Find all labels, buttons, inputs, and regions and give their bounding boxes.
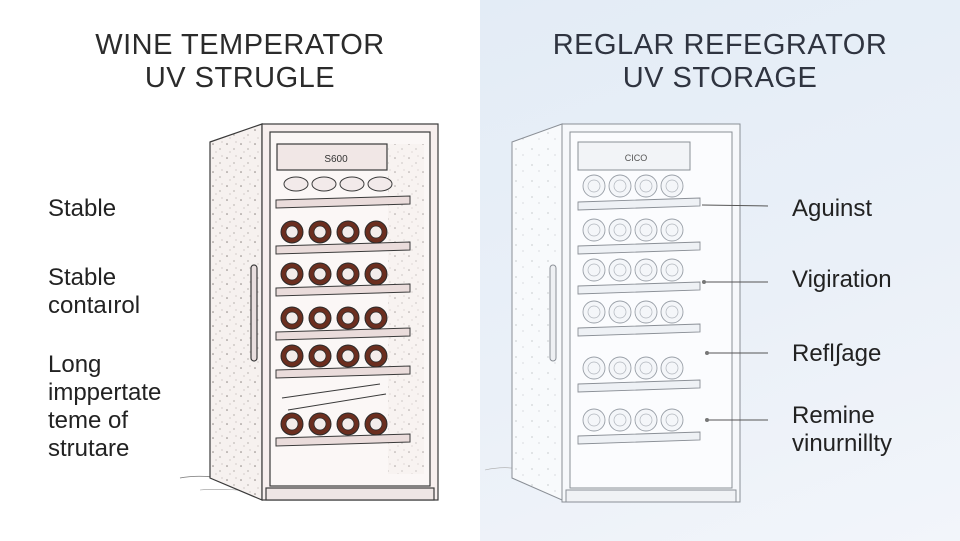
wine-fridge-display: S600 — [324, 154, 348, 165]
wine-shelf — [275, 365, 411, 379]
regular-fridge-title: REGLAR REFEGRATOR UV STORAGE — [500, 29, 940, 95]
wine-fridge-title-line2: UV STRUGLE — [144, 62, 336, 94]
fridge-bottle-icon — [634, 408, 658, 432]
wine-bottle-icon — [336, 306, 360, 330]
fridge-label-3: Refl∫age — [792, 340, 881, 368]
fridge-shelf — [577, 281, 701, 295]
fridge-label-1-line1: Aguinst — [792, 195, 873, 222]
fridge-bottle-icon — [582, 408, 606, 432]
wine-bottle-icon — [367, 176, 393, 192]
wine-shelf — [275, 241, 411, 255]
wine-fridge-title: WINE TEMPERATOR UV STRUGLE — [20, 29, 460, 95]
wine-label-2-line2: contaırol — [48, 292, 141, 319]
wine-label-3-line4: strutare — [48, 435, 130, 462]
fridge-bottle-icon — [608, 356, 632, 380]
fridge-bottle-icon — [582, 258, 606, 282]
wine-bottle-icon — [336, 262, 360, 286]
wine-shelf — [275, 195, 411, 209]
wine-bottle-icon — [311, 176, 337, 192]
regular-fridge-title-line1: REGLAR REFEGRATOR — [552, 29, 888, 61]
fridge-bottle-icon — [634, 174, 658, 198]
wine-bottle-icon — [308, 262, 332, 286]
fridge-shelf — [577, 379, 701, 393]
fridge-bottle-icon — [608, 408, 632, 432]
wine-label-3: Long imppertate teme of strutare — [48, 351, 161, 463]
fridge-bottle-icon — [660, 408, 684, 432]
leader-line-1 — [701, 204, 769, 207]
wine-label-2-line1: Stable — [48, 264, 117, 291]
wine-bottle-icon — [364, 306, 388, 330]
fridge-label-1: Aguinst — [792, 195, 872, 223]
fridge-shelf — [577, 323, 701, 337]
wine-bottle-icon — [336, 412, 360, 436]
fridge-bottle-icon — [608, 258, 632, 282]
fridge-label-4-line2: vinurnillty — [792, 430, 893, 457]
fridge-bottle-icon — [608, 218, 632, 242]
fridge-bottle-icon — [608, 300, 632, 324]
fridge-bottle-icon — [634, 218, 658, 242]
fridge-bottle-icon — [634, 258, 658, 282]
wine-label-3-line1: Long — [48, 351, 102, 378]
fridge-shelf — [577, 241, 701, 255]
wine-bottle-icon — [280, 344, 304, 368]
wine-label-3-line3: teme of — [48, 407, 129, 434]
wine-label-2: Stable contaırol — [48, 264, 140, 320]
wine-bottle-icon — [339, 176, 365, 192]
fridge-shelf — [577, 431, 701, 445]
wine-bottle-icon — [364, 344, 388, 368]
fridge-label-4-line1: Remine — [792, 402, 875, 429]
wine-bottle-icon — [364, 262, 388, 286]
fridge-bottle-icon — [582, 174, 606, 198]
wine-label-3-line2: imppertate — [48, 379, 162, 406]
wine-shelf — [275, 283, 411, 297]
regular-fridge-title-line2: UV STORAGE — [622, 62, 818, 94]
wine-label-1-line1: Stable — [48, 195, 117, 222]
fridge-bottle-icon — [660, 356, 684, 380]
fridge-label-2-line1: Vigiration — [792, 266, 892, 293]
wine-bottle-icon — [308, 344, 332, 368]
wine-bottle-icon — [308, 412, 332, 436]
fridge-bottle-icon — [660, 300, 684, 324]
wine-bottle-icon — [280, 262, 304, 286]
wine-bottle-icon — [336, 344, 360, 368]
wine-bottle-icon — [280, 412, 304, 436]
fridge-label-2: Vigiration — [792, 266, 892, 294]
wine-bottle-icon — [336, 220, 360, 244]
wine-bottle-icon — [280, 220, 304, 244]
fridge-bottle-icon — [582, 218, 606, 242]
regular-fridge-shelves — [577, 174, 701, 445]
wine-shelves — [275, 176, 411, 447]
fridge-bottle-icon — [634, 300, 658, 324]
fridge-label-3-line1: Refl∫age — [792, 340, 882, 367]
regular-fridge-icon: CICO — [484, 123, 769, 503]
fridge-bottle-icon — [660, 258, 684, 282]
wine-shelf — [275, 327, 411, 341]
fridge-bottle-icon — [582, 300, 606, 324]
fridge-label-4: Remine vinurnillty — [792, 402, 892, 458]
wine-label-1: Stable — [48, 195, 116, 223]
wine-bottle-icon — [308, 220, 332, 244]
wine-bottle-icon — [308, 306, 332, 330]
fridge-bottle-icon — [582, 356, 606, 380]
fridge-bottle-icon — [660, 174, 684, 198]
fridge-bottle-icon — [634, 356, 658, 380]
wine-shelf — [275, 433, 411, 447]
wine-bottle-icon — [364, 220, 388, 244]
wine-bottle-icon — [364, 412, 388, 436]
wine-fridge-title-line1: WINE TEMPERATOR — [95, 29, 385, 61]
wine-fridge-icon: S600 — [179, 123, 439, 501]
fridge-bottle-icon — [660, 218, 684, 242]
wine-bottle-icon — [283, 176, 309, 192]
fridge-shelf — [577, 197, 701, 211]
wine-bottle-icon — [280, 306, 304, 330]
regular-fridge-display: CICO — [625, 153, 648, 163]
fridge-bottle-icon — [608, 174, 632, 198]
